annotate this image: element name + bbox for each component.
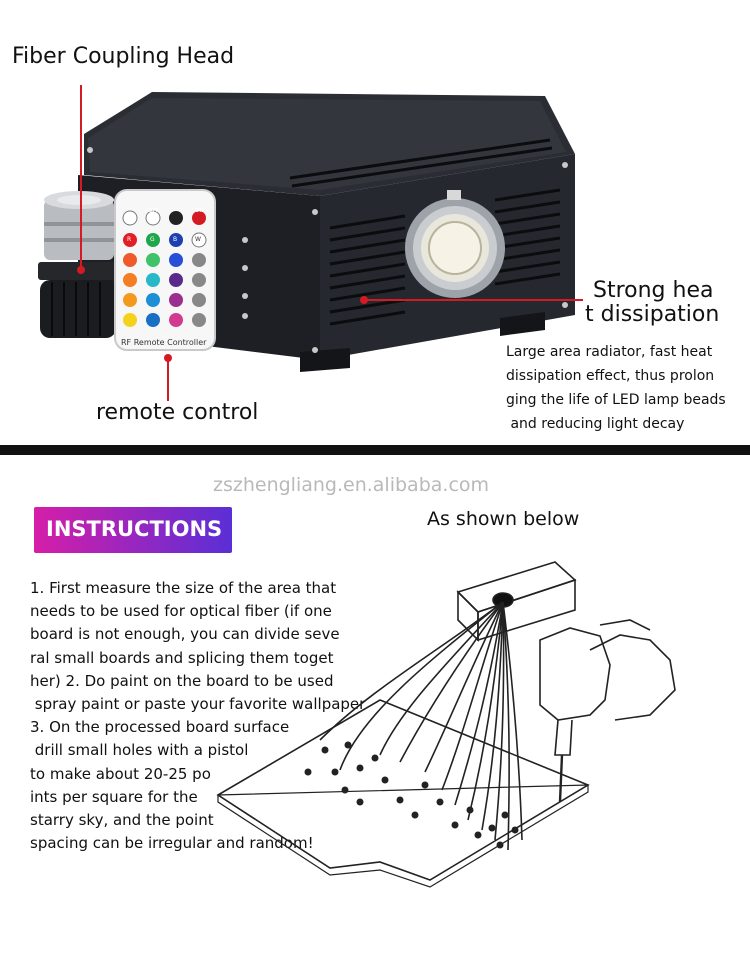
heat-desc-line: ging the life of LED lamp beads [506,392,726,408]
remote-buttons [122,210,207,327]
heat-desc-line: dissipation effect, thus prolon [506,368,715,384]
instruction-line: ral small boards and splicing them toget [30,648,334,667]
remote-b-letter: B [173,236,178,243]
instructions-badge-label: INSTRUCTIONS [46,517,223,541]
instructions-badge: INSTRUCTIONS [34,507,232,553]
heat-desc-line: Large area radiator, fast heat [506,344,713,360]
instruction-line: ints per square for the [30,787,198,806]
remote-r-letter: R [127,236,132,243]
sketch-hand [589,634,676,721]
mounting-foot-right [500,312,545,336]
sketch-projector-side [477,578,576,642]
instruction-line: her) 2. Do paint on the board to be used [30,671,334,690]
heat-title-line1: Strong hea [593,278,714,303]
fiber-coupling-head-label: Fiber Coupling Head [12,44,235,69]
watermark: zszhengliang.en.alibaba.com [213,474,490,496]
instruction-line: spray paint or paste your favorite wallp… [30,695,366,714]
remote-caption: RF Remote Controller [121,338,207,347]
heat-desc-line: and reducing light decay [506,416,685,432]
instruction-line: starry sky, and the point [30,811,214,830]
installation-illustration [216,561,676,888]
instruction-line: 1. First measure the size of the area th… [30,579,337,597]
product-illustration [38,85,583,401]
remote-w-letter: W [195,236,201,243]
sketch-board [216,699,590,881]
section-divider [0,445,750,455]
heat-title-line2: t dissipation [585,302,720,327]
instruction-line: needs to be used for optical fiber (if o… [30,602,332,621]
instruction-line: 3. On the processed board surface [30,718,290,737]
sketch-drill-body [539,627,611,721]
instructions-text: 1. First measure the size of the area th… [30,577,365,855]
heat-vents [289,138,561,326]
heat-description: Large area radiator, fast heat dissipati… [506,340,726,436]
remote-body [114,189,216,351]
instruction-line: board is not enough, you can divide seve [30,625,340,644]
remote-off-text: OFF [148,208,160,214]
sketch-drill-handle [554,719,573,756]
product-panel: Fiber Coupling Head OFF ON R G B W RF Re… [0,0,750,445]
remote-on-text: ON [195,208,204,214]
instruction-line: to make about 20-25 po [30,764,211,783]
mounting-foot-left [300,348,350,372]
fiber-coupling-head [38,191,118,338]
sketch-holes [304,741,519,849]
remote-control-label: remote control [96,400,259,425]
as-shown-below-label: As shown below [427,508,580,530]
instruction-line: drill small holes with a pistol [30,741,249,760]
sketch-projector-top [456,561,577,613]
sketch-drill-bit [558,754,564,803]
remote-g-letter: G [150,236,155,243]
